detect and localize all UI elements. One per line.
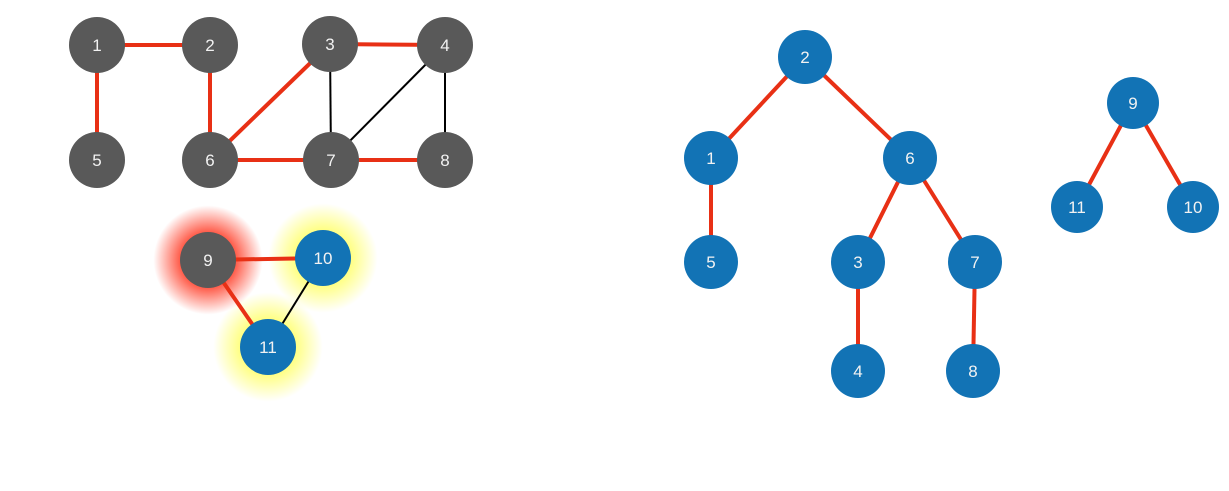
node-circle-1[interactable] [684,131,738,185]
node-3[interactable]: 3 [302,16,358,72]
node-circle-5[interactable] [684,235,738,289]
left-graph-triangle: 9 10 11 [153,203,378,402]
node-circle-2[interactable] [182,17,238,73]
node-2[interactable]: 2 [778,30,832,84]
left-graph-main: 1 2 3 4 5 6 7 8 [69,16,473,188]
node-1[interactable]: 1 [69,17,125,73]
node-circle-5[interactable] [69,132,125,188]
node-5[interactable]: 5 [69,132,125,188]
node-circle-10[interactable] [1167,181,1219,233]
node-circle-6[interactable] [883,131,937,185]
node-10[interactable]: 10 [1167,181,1219,233]
node-3[interactable]: 3 [831,235,885,289]
node-circle-8[interactable] [417,132,473,188]
node-6[interactable]: 6 [182,132,238,188]
node-circle-8[interactable] [946,344,1000,398]
node-7[interactable]: 7 [948,235,1002,289]
node-circle-9[interactable] [180,232,236,288]
right-tree-main: 21 6 5 3 7 4 8 [684,30,1002,398]
node-1[interactable]: 1 [684,131,738,185]
node-9[interactable]: 9 [180,232,236,288]
node-9[interactable]: 9 [1107,77,1159,129]
node-5[interactable]: 5 [684,235,738,289]
node-circle-11[interactable] [1051,181,1103,233]
node-4[interactable]: 4 [417,17,473,73]
node-circle-6[interactable] [182,132,238,188]
node-11[interactable]: 11 [1051,181,1103,233]
node-7[interactable]: 7 [303,132,359,188]
node-circle-2[interactable] [778,30,832,84]
node-circle-3[interactable] [302,16,358,72]
node-4[interactable]: 4 [831,344,885,398]
node-10[interactable]: 10 [295,230,351,286]
node-2[interactable]: 2 [182,17,238,73]
node-circle-11[interactable] [240,319,296,375]
node-circle-10[interactable] [295,230,351,286]
node-6[interactable]: 6 [883,131,937,185]
right-tree-small: 911 10 [1051,77,1219,233]
node-circle-3[interactable] [831,235,885,289]
node-circle-4[interactable] [417,17,473,73]
node-8[interactable]: 8 [417,132,473,188]
node-11[interactable]: 11 [240,319,296,375]
node-circle-7[interactable] [948,235,1002,289]
node-circle-4[interactable] [831,344,885,398]
node-circle-1[interactable] [69,17,125,73]
node-circle-7[interactable] [303,132,359,188]
node-circle-9[interactable] [1107,77,1159,129]
node-8[interactable]: 8 [946,344,1000,398]
